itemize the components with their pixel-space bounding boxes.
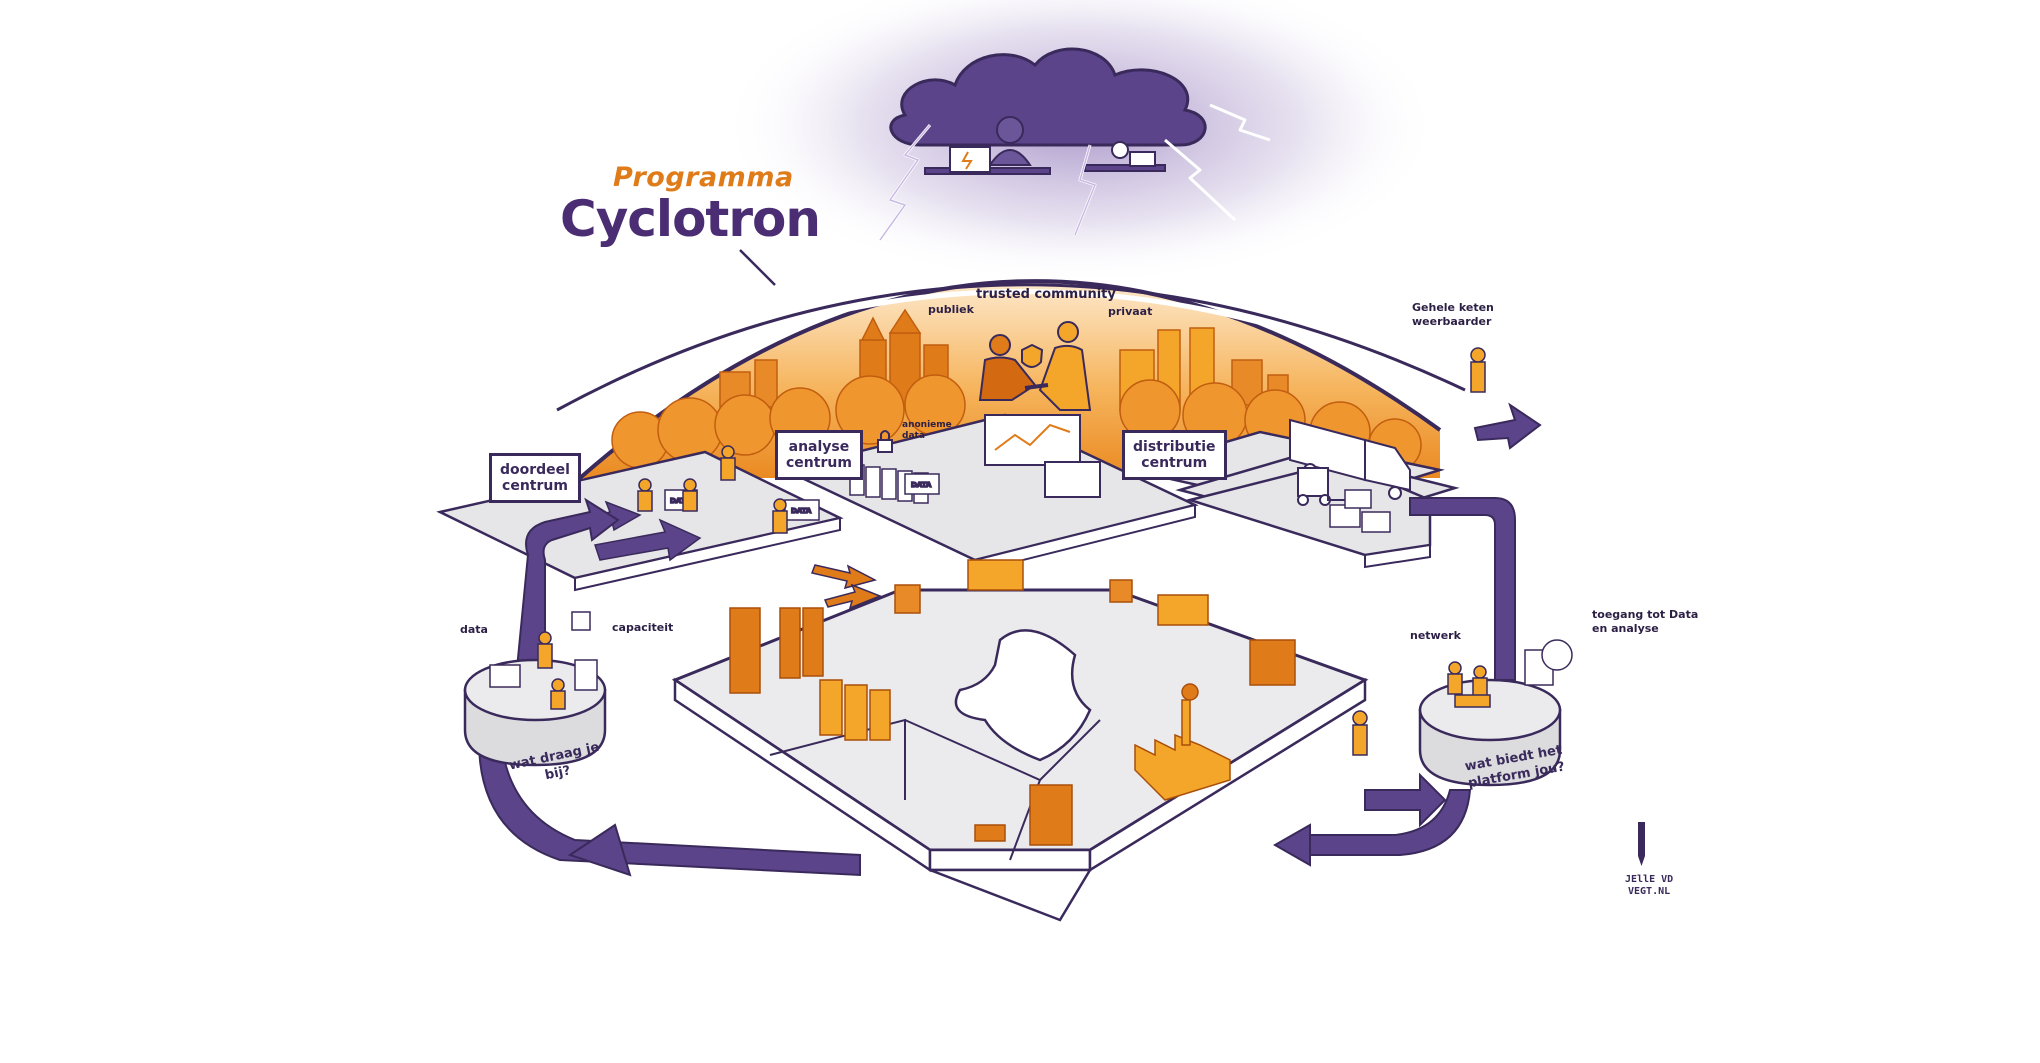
data-box: DATA xyxy=(904,473,940,495)
dome-right-label: privaat xyxy=(1108,305,1153,318)
sign-line: centrum xyxy=(502,478,568,494)
laptop-icon xyxy=(949,146,991,173)
sign-distributie-centrum: distributie centrum xyxy=(1122,430,1227,480)
data-box: DATA xyxy=(784,499,820,521)
dome-top-label: trusted community xyxy=(976,287,1116,302)
data-box-label: DATA xyxy=(911,481,932,489)
capacity-label: capaciteit xyxy=(612,621,674,634)
chain-label: Gehele keten weerbaarder xyxy=(1412,301,1494,329)
access-label: toegang tot Data en analyse xyxy=(1592,608,1698,636)
handshake-icon xyxy=(978,321,1092,411)
forklift-icon xyxy=(1297,467,1345,506)
title-main: Cyclotron xyxy=(560,190,821,248)
pencil-icon xyxy=(1638,822,1645,866)
data-box-label: DATA xyxy=(791,507,812,515)
data-label: data xyxy=(460,623,488,636)
title-overline: Programma xyxy=(613,162,794,193)
sign-line: doordeel xyxy=(500,462,570,478)
sign-line: centrum xyxy=(786,455,852,471)
hacker-icon xyxy=(988,116,1032,166)
lightning-icon xyxy=(879,124,1096,241)
label-line: en analyse xyxy=(1592,622,1659,635)
sign-analyse-centrum: analyse centrum xyxy=(775,430,863,480)
netherlands-map xyxy=(954,629,1092,762)
anonymous-data-label: anonieme data xyxy=(902,420,952,442)
flow-arrows xyxy=(810,564,883,610)
disk-left xyxy=(463,611,607,767)
hacker-icon xyxy=(1111,141,1156,167)
pallet-boxes xyxy=(1329,489,1391,533)
sign-line: distributie xyxy=(1133,439,1216,455)
sign-line: centrum xyxy=(1141,455,1208,471)
lock-icon xyxy=(877,430,893,453)
data-box-label: DATA xyxy=(670,497,691,505)
label-line: anonieme xyxy=(902,420,952,430)
artist-signature: JEllE VD VEGT.NL xyxy=(1625,874,1673,898)
network-label: netwerk xyxy=(1410,629,1461,642)
sign-doordeel-centrum: doordeel centrum xyxy=(489,453,581,503)
sign-line: analyse xyxy=(788,439,850,455)
disk-right xyxy=(1418,639,1573,787)
label-line: data xyxy=(902,431,925,441)
dome-left-label: publiek xyxy=(928,303,974,316)
worker-figures xyxy=(637,347,1486,534)
label-line: weerbaarder xyxy=(1412,315,1492,328)
shield-icon xyxy=(1021,343,1044,368)
factory-icon xyxy=(1134,683,1231,801)
signature-line: JEllE VD xyxy=(1625,874,1674,885)
worker-figures xyxy=(1352,710,1368,756)
label-line: toegang tot Data xyxy=(1592,608,1699,621)
label-line: Gehele keten xyxy=(1412,301,1494,314)
city-blocks xyxy=(729,559,1296,846)
signature-line: VEGT.NL xyxy=(1628,886,1671,897)
